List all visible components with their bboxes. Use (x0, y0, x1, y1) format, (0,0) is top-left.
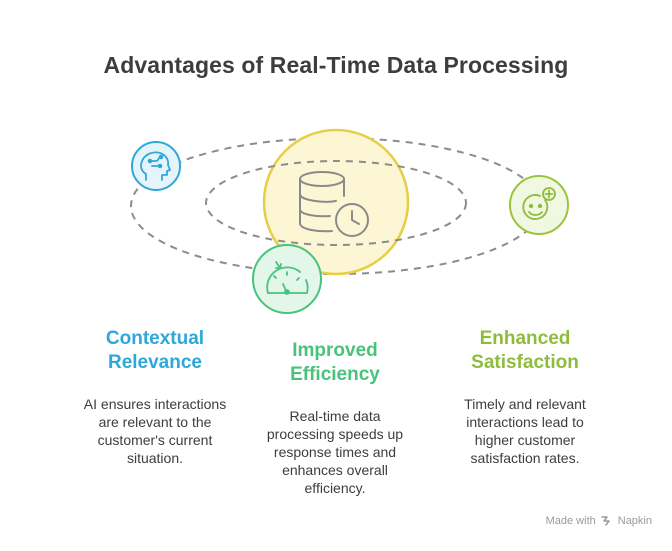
description-line: interactions lead to (466, 414, 584, 430)
improved-efficiency-description: Real-time data processing speeds up resp… (240, 407, 430, 497)
description-line: AI ensures interactions (83, 396, 227, 412)
description-line: response times and (273, 444, 397, 460)
ai-head-icon (140, 151, 171, 181)
contextual-relevance-description: AI ensures interactions are relevant to … (60, 395, 250, 467)
description-line: efficiency. (304, 480, 366, 496)
made-with-label: Made with (545, 515, 596, 527)
enhanced-satisfaction-column: Enhanced Satisfaction Timely and relevan… (430, 327, 620, 467)
heading-line: Contextual (105, 328, 205, 349)
description-line: Real-time data (289, 408, 381, 424)
heading-line: Efficiency (290, 364, 380, 385)
database-clock-icon (299, 171, 369, 237)
improved-efficiency-column: Improved Efficiency Real-time data proce… (240, 339, 430, 497)
page-title: Advantages of Real-Time Data Processing (103, 52, 569, 78)
description-line: situation. (126, 450, 184, 466)
improved-efficiency-heading: Improved Efficiency (240, 339, 430, 387)
heading-line: Satisfaction (471, 352, 579, 373)
description-line: higher customer (474, 432, 576, 448)
description-line: customer's current (97, 432, 213, 448)
description-line: are relevant to the (98, 414, 212, 430)
heading-line: Improved (292, 340, 378, 361)
description-line: satisfaction rates. (470, 450, 580, 466)
improved-efficiency-node (252, 244, 322, 314)
heading-line: Enhanced (479, 328, 571, 349)
description-line: processing speeds up (266, 426, 404, 442)
contextual-relevance-heading: Contextual Relevance (60, 327, 250, 375)
made-with-napkin-footer[interactable]: Made with Napkin (546, 515, 652, 527)
enhanced-satisfaction-description: Timely and relevant interactions lead to… (430, 395, 620, 467)
speedometer-icon (266, 261, 309, 295)
enhanced-satisfaction-heading: Enhanced Satisfaction (430, 327, 620, 375)
description-line: enhances overall (282, 462, 388, 478)
inner-orbit (205, 160, 467, 246)
heading-line: Relevance (107, 352, 202, 373)
napkin-brand-label: Napkin (617, 515, 652, 527)
napkin-logo-icon (601, 516, 610, 526)
description-line: Timely and relevant (464, 396, 586, 412)
smiley-plus-icon (522, 187, 556, 220)
contextual-relevance-column: Contextual Relevance AI ensures interact… (60, 327, 250, 467)
